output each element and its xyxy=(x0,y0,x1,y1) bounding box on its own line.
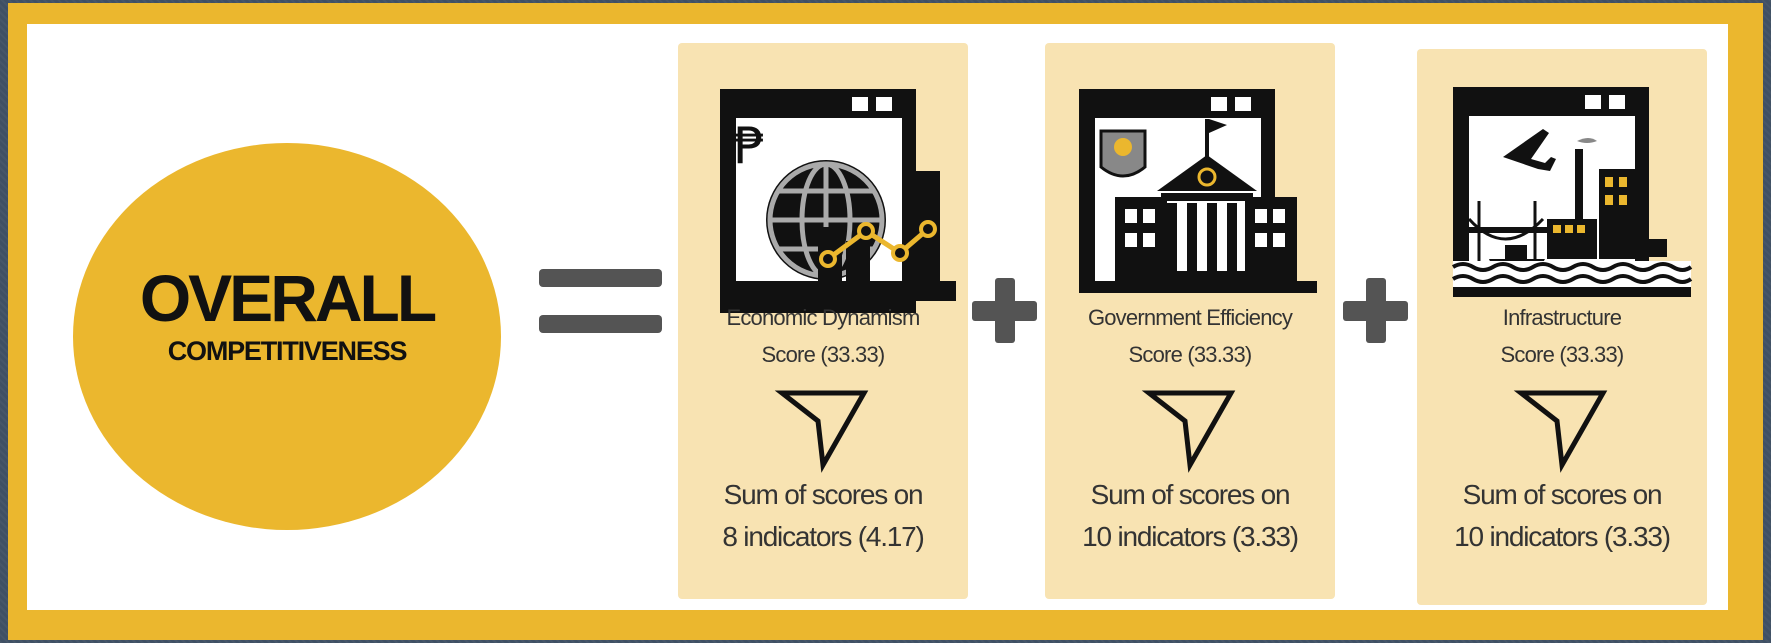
pillar-card-government-efficiency: Government Efficiency Score (33.33) Sum … xyxy=(1045,43,1335,599)
competitiveness-title: COMPETITIVENESS xyxy=(167,336,408,366)
down-arrow-icon xyxy=(1513,390,1608,473)
sum-line-1: Sum of scores on xyxy=(1462,479,1663,510)
pillar-name: Economic Dynamism xyxy=(726,305,920,330)
sum-line-2: 8 indicators (4.17) xyxy=(722,521,925,552)
pillar-score: Score (33.33) xyxy=(1128,342,1253,367)
pillar-score: Score (33.33) xyxy=(1500,342,1625,367)
sum-line-1: Sum of scores on xyxy=(723,479,924,510)
equals-bar-top xyxy=(539,269,662,287)
down-arrow-icon xyxy=(774,390,869,473)
pillar-card-economic-dynamism: ₱ Economic Dynamism Score (33.33) Sum of… xyxy=(678,43,968,599)
pillar-score: Score (33.33) xyxy=(761,342,886,367)
plus-2-vertical xyxy=(1366,278,1386,343)
overall-competitiveness-circle: OVERALL COMPETITIVENESS xyxy=(73,143,501,530)
sum-line-1: Sum of scores on xyxy=(1090,479,1291,510)
pillar-name: Government Efficiency xyxy=(1087,305,1293,330)
government-building-icon xyxy=(1079,89,1317,293)
pillar-card-infrastructure: Infrastructure Score (33.33) Sum of scor… xyxy=(1417,49,1707,605)
svg-text:₱: ₱ xyxy=(734,117,766,175)
pillar-name: Infrastructure xyxy=(1502,305,1622,330)
equals-bar-bottom xyxy=(539,315,662,333)
sum-line-2: 10 indicators (3.33) xyxy=(1082,521,1299,552)
economy-globe-chart-icon: ₱ xyxy=(720,89,956,313)
sum-line-2: 10 indicators (3.33) xyxy=(1454,521,1671,552)
overall-title: OVERALL xyxy=(139,261,437,335)
down-arrow-icon xyxy=(1141,390,1236,473)
plus-1-vertical xyxy=(995,278,1015,343)
infrastructure-port-icon xyxy=(1451,87,1693,297)
